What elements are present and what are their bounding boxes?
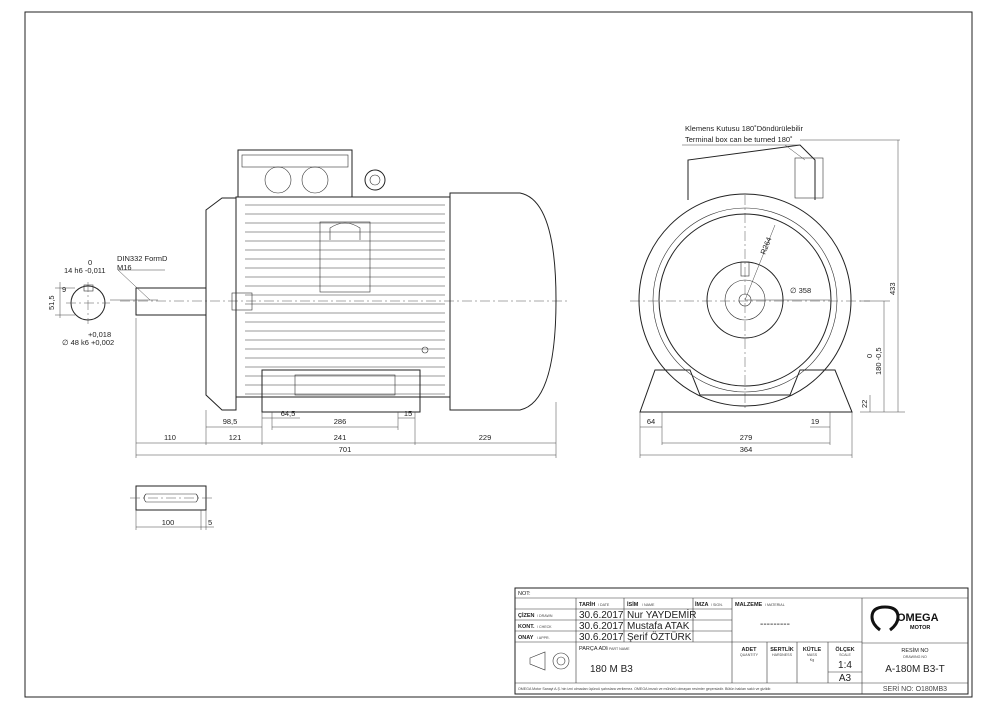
- dim-d358: ∅ 358: [790, 286, 811, 295]
- feet: [639, 369, 853, 413]
- col-name-en: / NAME: [642, 603, 655, 607]
- logo-text: OMEGA: [897, 612, 939, 624]
- dim-286: 286: [334, 417, 347, 426]
- center-hole-standard: DIN332 FormD: [117, 254, 168, 263]
- projection-symbol-icon: [529, 651, 570, 671]
- dim-15: 15: [404, 409, 412, 418]
- scale-label: ÖLÇEK: [835, 646, 854, 653]
- front-view: Klemens Kutusu 180˚Döndürülebilir Termin…: [630, 124, 905, 458]
- omega-logo: OMEGA MOTOR: [870, 605, 939, 632]
- nameplate: [319, 221, 371, 293]
- dim-701: 701: [339, 445, 352, 454]
- shaft-height-dim: 51,5: [47, 295, 56, 310]
- part-name: 180 M B3: [590, 664, 633, 675]
- scale-label-en: SCALE: [839, 653, 851, 657]
- row-role-en: / DRAWN: [537, 614, 553, 618]
- terminal-note-tr: Klemens Kutusu 180˚Döndürülebilir: [685, 124, 803, 133]
- mass-unit: Kg: [810, 658, 814, 662]
- row-name: Mustafa ATAK: [627, 621, 690, 632]
- sheet-size: A3: [839, 673, 852, 684]
- dim-r264: R264: [759, 236, 774, 256]
- key-length-dim: 100: [162, 518, 175, 527]
- col-date: TARİH: [579, 601, 595, 608]
- row-name: Şerif ÖZTÜRK: [627, 631, 692, 643]
- cable-gland: [264, 166, 292, 194]
- key-detail: 100 5: [130, 485, 214, 530]
- row-date: 30.6.2017: [579, 632, 624, 643]
- row-date: 30.6.2017: [579, 610, 624, 621]
- material-value: ---------: [760, 619, 790, 630]
- foot: [261, 369, 421, 413]
- serial-no: SERİ NO: O180MB3: [883, 684, 947, 693]
- mass-label: KÜTLE: [803, 646, 822, 653]
- key-width-dim: 14 h6 -0,011: [64, 266, 106, 275]
- mass-label-en: MASS: [807, 653, 818, 657]
- dim-19: 19: [811, 417, 819, 426]
- part-name-label-en: / PART NAME: [607, 647, 630, 651]
- notes-label: NOT:: [518, 591, 531, 597]
- flange: [205, 197, 237, 411]
- title-block: NOT: TARİH / DATE İSİM / NAME İMZA / SIG…: [514, 587, 969, 695]
- col-name: İSİM: [627, 601, 639, 608]
- dim-180-tol: 0: [865, 354, 874, 358]
- dim-22: 22: [860, 400, 869, 408]
- col-sign: İMZA: [695, 601, 708, 608]
- row-role-en: / APPR.: [537, 636, 550, 640]
- dim-364: 364: [740, 445, 753, 454]
- dim-64-5: 64,5: [281, 409, 296, 418]
- row-name: Nur YAYDEMİR: [627, 608, 696, 621]
- row-role-en: / CHECK: [537, 625, 552, 629]
- row-date: 30.6.2017: [579, 621, 624, 632]
- row-role: ONAY: [518, 635, 534, 641]
- shaft-section: DIN332 FormD M16 0 14 h6 -0,011 9 51,5 +…: [47, 254, 168, 347]
- drawing-no-label-en: DRAWING NO: [903, 655, 927, 659]
- eyebolt: [364, 169, 386, 191]
- qty-label: ADET: [742, 647, 758, 653]
- material-label-en: / MATERIAL: [765, 603, 785, 607]
- shaft: [135, 287, 207, 316]
- dim-229: 229: [479, 433, 492, 442]
- shaft-diameter-dim: ∅ 48 k6 +0,002: [62, 338, 114, 347]
- dim-121: 121: [229, 433, 242, 442]
- dim-433: 433: [888, 282, 897, 295]
- drawing-frame: [24, 11, 973, 698]
- drawing-no: A-180M B3-T: [885, 664, 944, 675]
- row-role: ÇİZEN: [518, 612, 535, 619]
- key-depth-dim: 9: [62, 285, 66, 294]
- key-tolerance-upper: 0: [88, 258, 92, 267]
- col-date-en: / DATE: [598, 603, 610, 607]
- scale-value: 1:4: [838, 660, 852, 671]
- col-sign-en: / SIGN.: [711, 603, 723, 607]
- shaft-tol-upper: +0,018: [88, 330, 111, 339]
- center-thread: M16: [117, 263, 132, 272]
- side-view: 98,5 64,5 286 15 110 121 241 229 701: [55, 149, 570, 458]
- frame-outer: [638, 193, 852, 407]
- fan-cover: [449, 192, 557, 411]
- dim-110: 110: [164, 433, 176, 442]
- logo-subtext: MOTOR: [910, 625, 930, 631]
- part-name-label: PARÇA ADI: [579, 646, 608, 652]
- dim-241: 241: [334, 433, 347, 442]
- terminal-box: [237, 149, 353, 198]
- terminal-note-en: Terminal box can be turned 180˚: [685, 135, 793, 144]
- dim-279: 279: [740, 433, 753, 442]
- dim-180: 180 -0,5: [874, 347, 883, 375]
- hardness-label-en: HARDNESS: [772, 653, 793, 657]
- cable-gland: [301, 166, 329, 194]
- qty-label-en: QUANTITY: [740, 653, 759, 657]
- key-end-dim: 5: [208, 518, 212, 527]
- drawing-no-label: RESİM NO: [901, 647, 929, 654]
- dim-64: 64: [647, 417, 655, 426]
- copyright-footer: OMEGA Motor Sanayi A.Ş.'nin izni olmadan…: [518, 687, 771, 691]
- row-role: KONT.: [518, 624, 535, 630]
- hardness-label: SERTLİK: [770, 646, 794, 653]
- dim-98-5: 98,5: [223, 417, 238, 426]
- material-label: MALZEME: [735, 602, 763, 608]
